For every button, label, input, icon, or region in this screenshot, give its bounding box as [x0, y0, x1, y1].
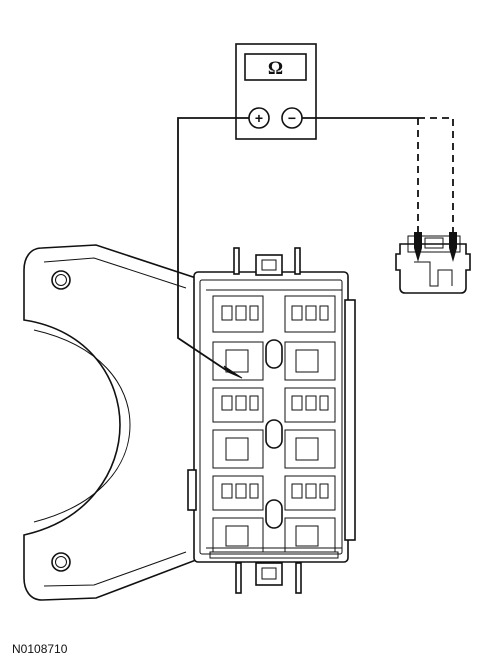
connector-probe-right — [449, 232, 457, 248]
ohm-symbol: Ω — [268, 58, 283, 79]
fuse-relay-box — [187, 247, 356, 594]
fuse-slot-grid — [206, 289, 342, 559]
bracket-mounting-hole-top — [51, 270, 71, 290]
negative-lead-branch-b — [418, 117, 454, 236]
positive-test-lead — [177, 117, 249, 371]
component-connector — [395, 232, 471, 294]
figure-id: N0108710 — [12, 642, 68, 656]
top-latch — [233, 247, 301, 276]
positive-terminal-label: + — [255, 110, 263, 126]
bottom-latch — [235, 562, 302, 594]
positive-probe-tip — [223, 365, 243, 379]
test-leads — [177, 117, 454, 379]
meter-display — [244, 53, 307, 81]
connector-probe-left — [414, 232, 422, 248]
bracket-mounting-hole-bottom — [51, 552, 71, 572]
mounting-bracket — [23, 244, 197, 601]
multimeter: Ω + − — [235, 43, 317, 140]
negative-terminal-label: − — [288, 110, 296, 126]
